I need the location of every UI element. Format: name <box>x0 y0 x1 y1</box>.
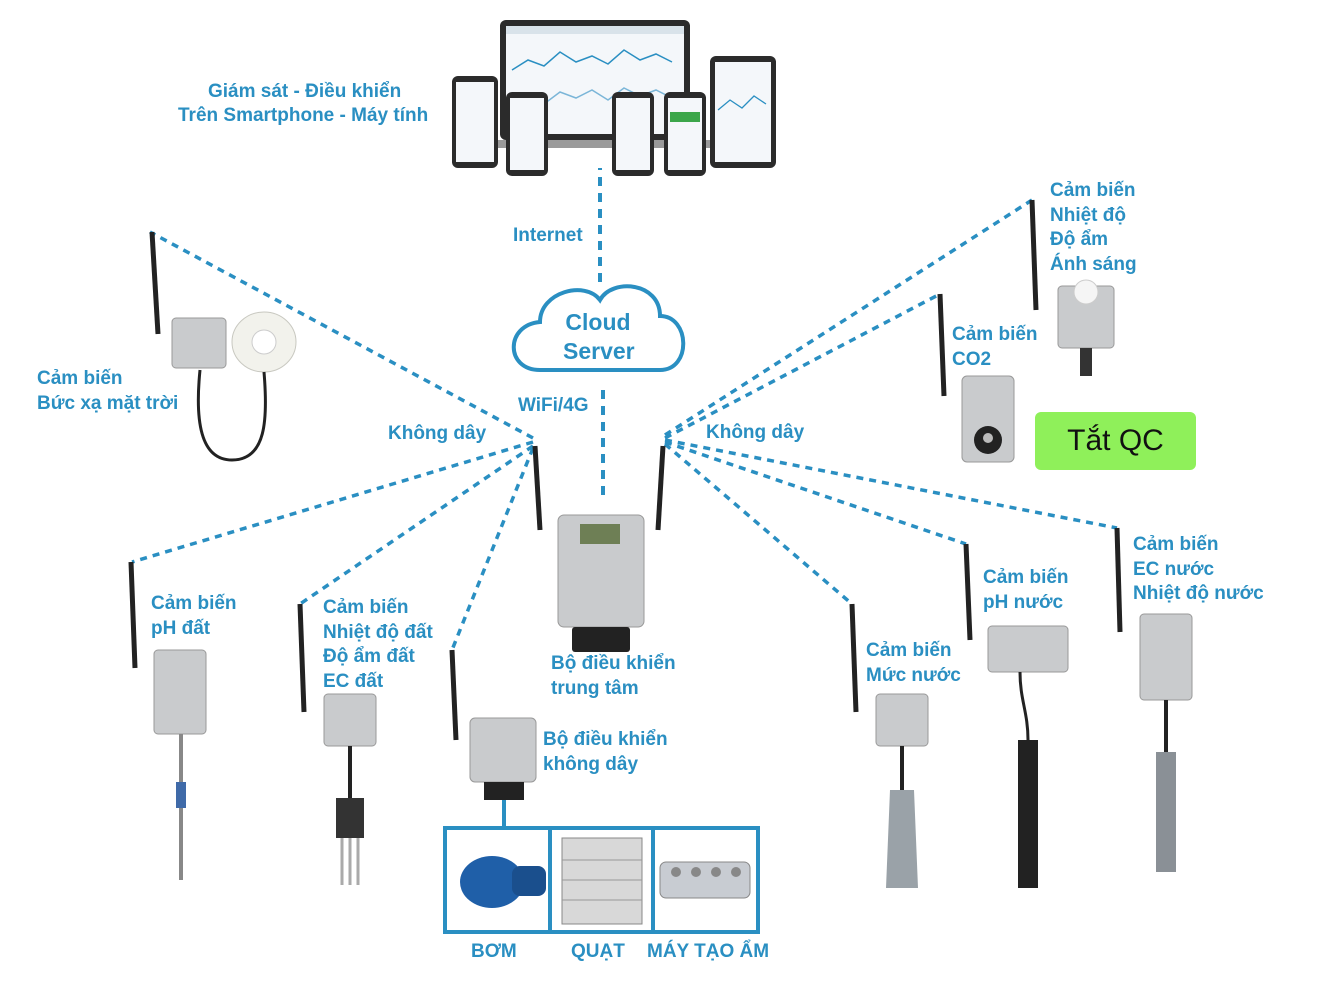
phone-icons <box>452 76 706 176</box>
humidifier-label: MÁY TẠO ẨM <box>647 941 770 962</box>
link-ph-water <box>664 440 967 546</box>
cloud-label: Cloud Server <box>563 309 635 364</box>
wifi-label: WiFi/4G <box>518 395 589 416</box>
link-ph-soil <box>131 440 534 564</box>
wireless-left-label: Không dây <box>388 423 487 444</box>
ph-soil-sensor-icon <box>128 561 207 880</box>
climate-sensor-label: Cảm biến Nhiệt độ Độ ẩm Ánh sáng <box>1050 180 1137 275</box>
water-level-sensor-icon <box>849 603 929 888</box>
co2-sensor-icon <box>937 293 1015 463</box>
link-co2 <box>664 292 941 440</box>
ec-water-sensor-icon <box>1114 527 1193 872</box>
monitor-label-2: Trên Smartphone - Máy tính <box>178 105 429 126</box>
link-controller <box>450 447 535 651</box>
wireless-right-label: Không dây <box>706 422 805 443</box>
pump-label: BƠM <box>471 941 517 962</box>
wireless-controller-icon <box>443 649 760 934</box>
ph-soil-sensor-label: Cảm biến pH đất <box>151 593 237 639</box>
ec-water-sensor-label: Cảm biến EC nước Nhiệt độ nước <box>1133 534 1264 604</box>
fan-label: QUẠT <box>571 941 625 962</box>
monitor-label: Giám sát - Điều khiển <box>208 81 402 102</box>
ph-water-sensor-label: Cảm biến pH nước <box>983 567 1069 613</box>
controller-label: Bộ điều khiển không dây <box>543 729 668 775</box>
master-label: Bộ điều khiển trung tâm <box>551 653 676 699</box>
solar-sensor-icon <box>149 231 297 462</box>
water-level-sensor-label: Cảm biến Mức nước <box>866 640 961 686</box>
disable-ads-button[interactable]: Tắt QC <box>1035 412 1196 470</box>
internet-label: Internet <box>513 225 583 246</box>
link-soil <box>299 444 534 606</box>
soil-sensor-icon <box>297 603 377 885</box>
co2-sensor-label: Cảm biến CO2 <box>952 324 1038 370</box>
link-ec-water <box>664 438 1118 530</box>
tablet-icon <box>710 56 776 168</box>
link-water-level <box>663 442 854 606</box>
cloud-icon <box>511 284 686 372</box>
master-controller-icon <box>532 445 666 652</box>
solar-sensor-label: Cảm biến Bức xạ mặt trời <box>37 368 179 414</box>
ph-water-sensor-icon <box>963 543 1069 888</box>
soil-sensor-label: Cảm biến Nhiệt độ đất Độ ẩm đất EC đất <box>323 597 433 692</box>
climate-sensor-icon <box>1029 199 1115 376</box>
